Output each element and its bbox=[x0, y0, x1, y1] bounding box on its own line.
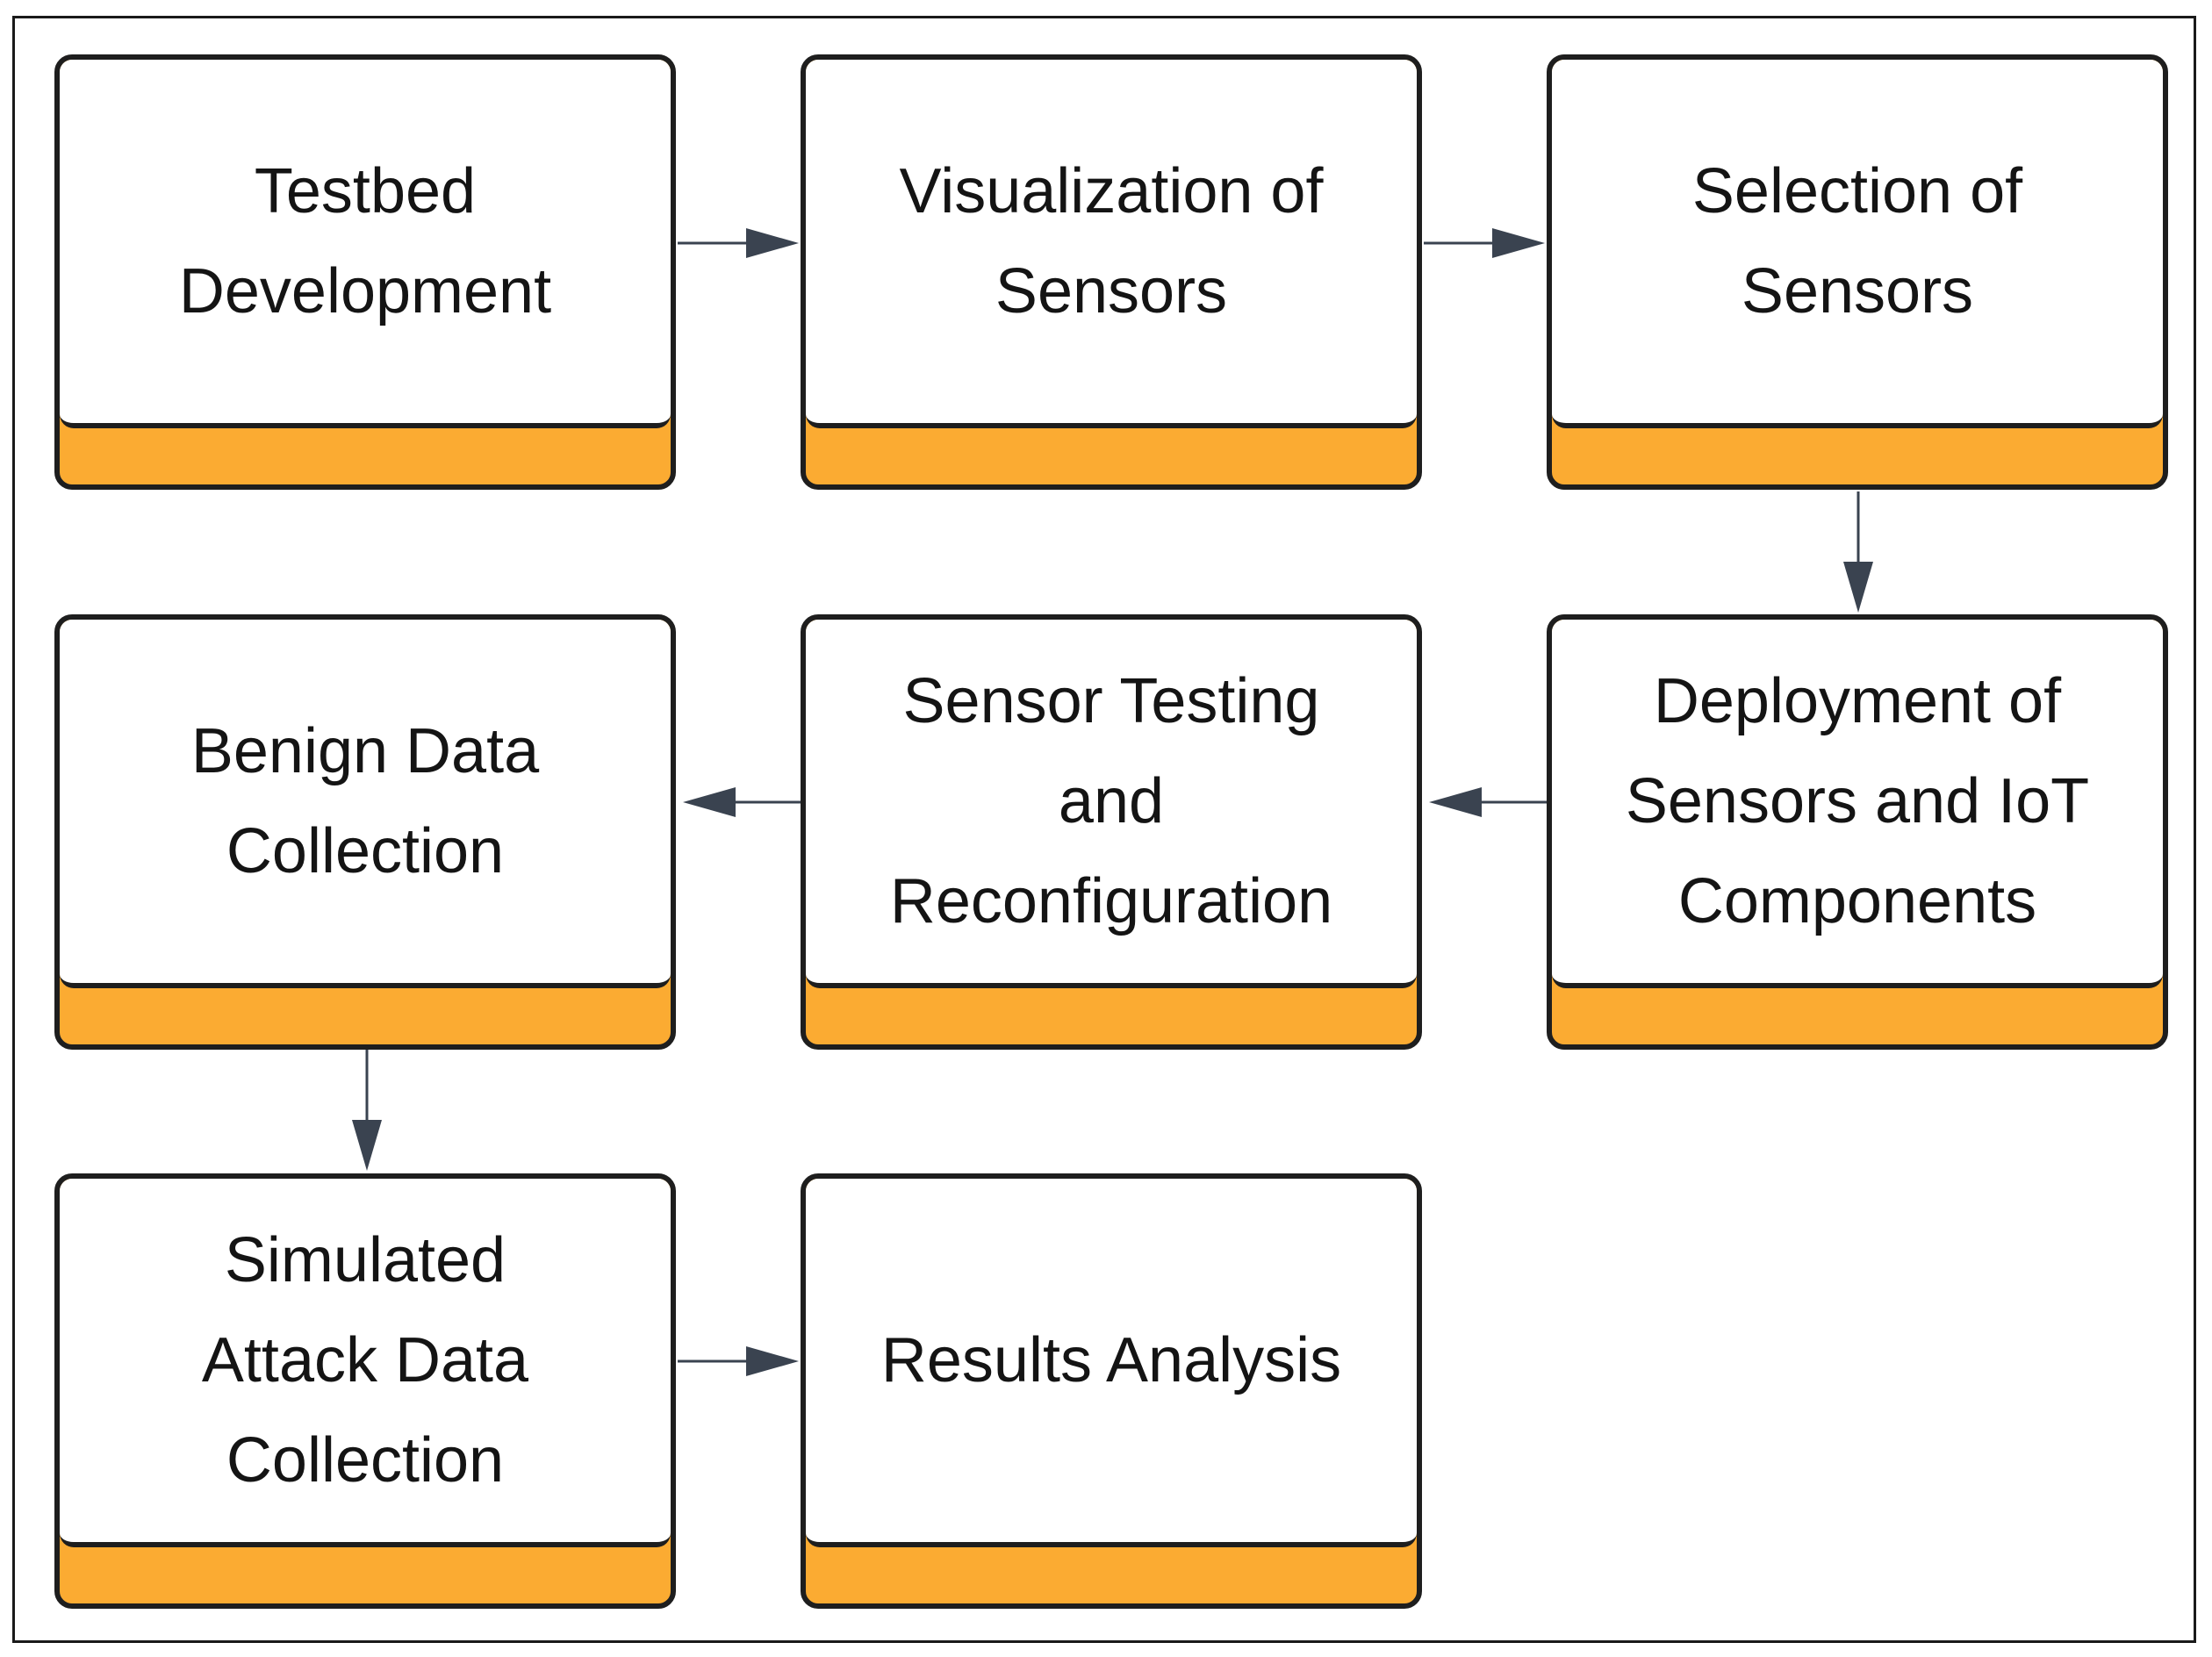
step-label: Results Analysis bbox=[880, 1325, 1342, 1395]
step-simulated-attack-data-collection: Simulated Attack Data Collection bbox=[54, 1173, 676, 1609]
step-label: Simulated Attack Data Collection bbox=[201, 1225, 529, 1496]
step-testbed-development: Testbed Development bbox=[54, 54, 676, 490]
step-results-analysis: Results Analysis bbox=[801, 1173, 1422, 1609]
step-label: Sensor Testing and Reconfiguration bbox=[889, 666, 1333, 936]
step-label: Testbed Development bbox=[178, 156, 552, 326]
arrow-simulated-to-results bbox=[678, 1346, 799, 1376]
step-label: Deployment of Sensors and IoT Components bbox=[1625, 666, 2090, 936]
step-label: Selection of Sensors bbox=[1691, 156, 2023, 326]
arrow-testing-to-benign bbox=[683, 787, 801, 817]
arrow-benign-to-simulated bbox=[352, 1050, 382, 1171]
arrow-visualization-to-selection bbox=[1424, 228, 1545, 258]
arrow-selection-to-deployment bbox=[1843, 491, 1873, 613]
step-benign-data-collection: Benign Data Collection bbox=[54, 614, 676, 1050]
step-label: Visualization of Sensors bbox=[899, 156, 1324, 326]
step-label: Benign Data Collection bbox=[190, 716, 540, 886]
arrow-deployment-to-testing bbox=[1429, 787, 1547, 817]
arrow-testbed-to-visualization bbox=[678, 228, 799, 258]
step-visualization-of-sensors: Visualization of Sensors bbox=[801, 54, 1422, 490]
step-sensor-testing: Sensor Testing and Reconfiguration bbox=[801, 614, 1422, 1050]
step-selection-of-sensors: Selection of Sensors bbox=[1547, 54, 2168, 490]
step-deployment-of-sensors: Deployment of Sensors and IoT Components bbox=[1547, 614, 2168, 1050]
